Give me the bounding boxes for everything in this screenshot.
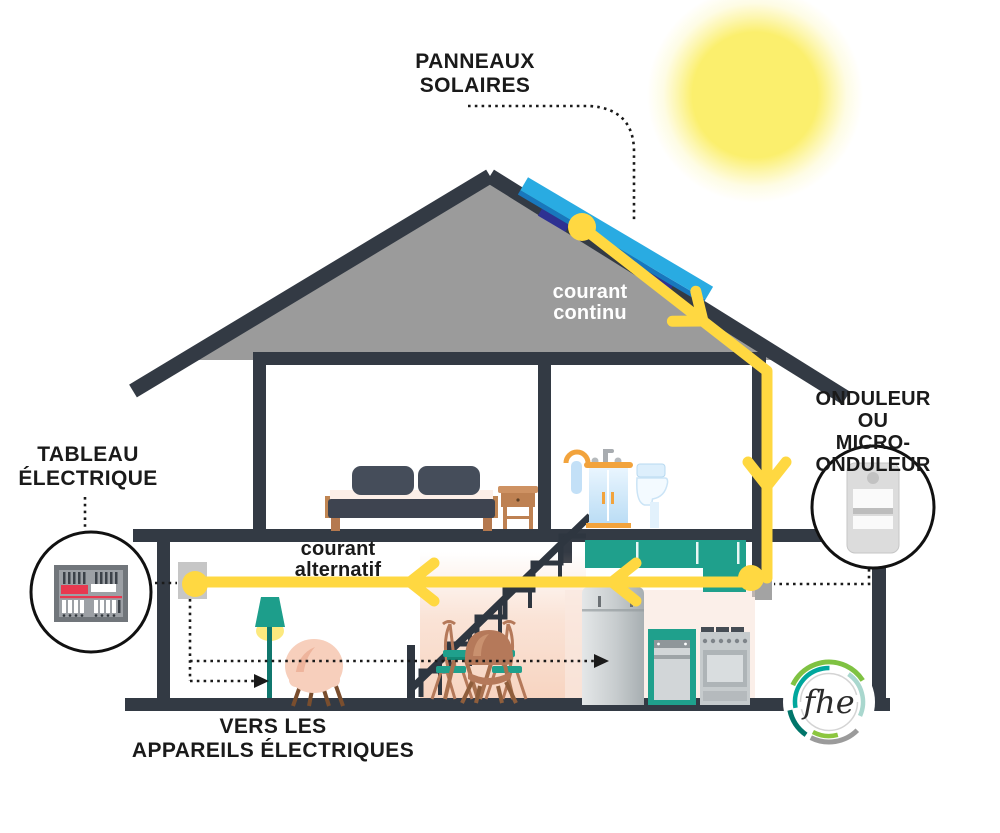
- callout-to-inverter-connector: [774, 569, 871, 586]
- nightstand-icon: [498, 486, 538, 529]
- solar-panels-label: PANNEAUX SOLAIRES: [415, 50, 535, 97]
- inverter-node: [738, 565, 764, 591]
- armchair-icon: [285, 639, 345, 707]
- upper-left-wall: [253, 352, 266, 529]
- fhe-logo: fhe: [783, 656, 875, 748]
- inverter-label: ONDULEUR OU MICRO-ONDULEUR: [815, 388, 931, 476]
- dishwasher-icon: [648, 629, 696, 705]
- flow-nodes: [182, 213, 764, 597]
- ac-flow-line: [194, 557, 757, 607]
- arrowhead-long: [594, 654, 609, 668]
- stove-icon: [700, 627, 750, 705]
- electrical-panel-callout: [29, 530, 153, 654]
- fhe-logo-text: fhe: [801, 683, 854, 721]
- kitchen-cabinets-icon: [585, 540, 746, 592]
- label-to-panel-connector: [468, 104, 636, 222]
- ac-current-label: courant alternatif: [294, 538, 382, 581]
- bed-icon: [325, 466, 498, 531]
- ground-left-wall: [157, 535, 170, 701]
- toilet-icon: [636, 463, 669, 528]
- sink-vanity-icon: [584, 449, 633, 528]
- mid-floor: [133, 529, 887, 542]
- dc-flow-line: [576, 221, 792, 584]
- inverter-callout: [810, 444, 936, 570]
- ground-floor: [125, 698, 890, 711]
- ground-right-wall: [872, 535, 886, 701]
- dining-set-icon: [430, 620, 528, 704]
- towel-icon: [563, 449, 591, 494]
- dotted-connectors: [83, 104, 871, 683]
- dc-current-label: courant continu: [552, 281, 628, 324]
- panel-node: [568, 213, 596, 241]
- arrowhead-short: [254, 674, 269, 688]
- panel-box-node: [182, 571, 208, 597]
- upper-ceiling: [253, 352, 766, 365]
- bathroom-wall: [538, 358, 551, 529]
- breaker-panel-icon: [54, 565, 128, 622]
- to-appliances-label: VERS LES APPAREILS ÉLECTRIQUES: [131, 715, 415, 762]
- electrical-panel-label: TABLEAU ÉLECTRIQUE: [18, 443, 158, 490]
- floor-lamp-icon: [255, 597, 285, 698]
- inverter-device-icon: [846, 462, 900, 554]
- sun-icon: [647, 0, 863, 203]
